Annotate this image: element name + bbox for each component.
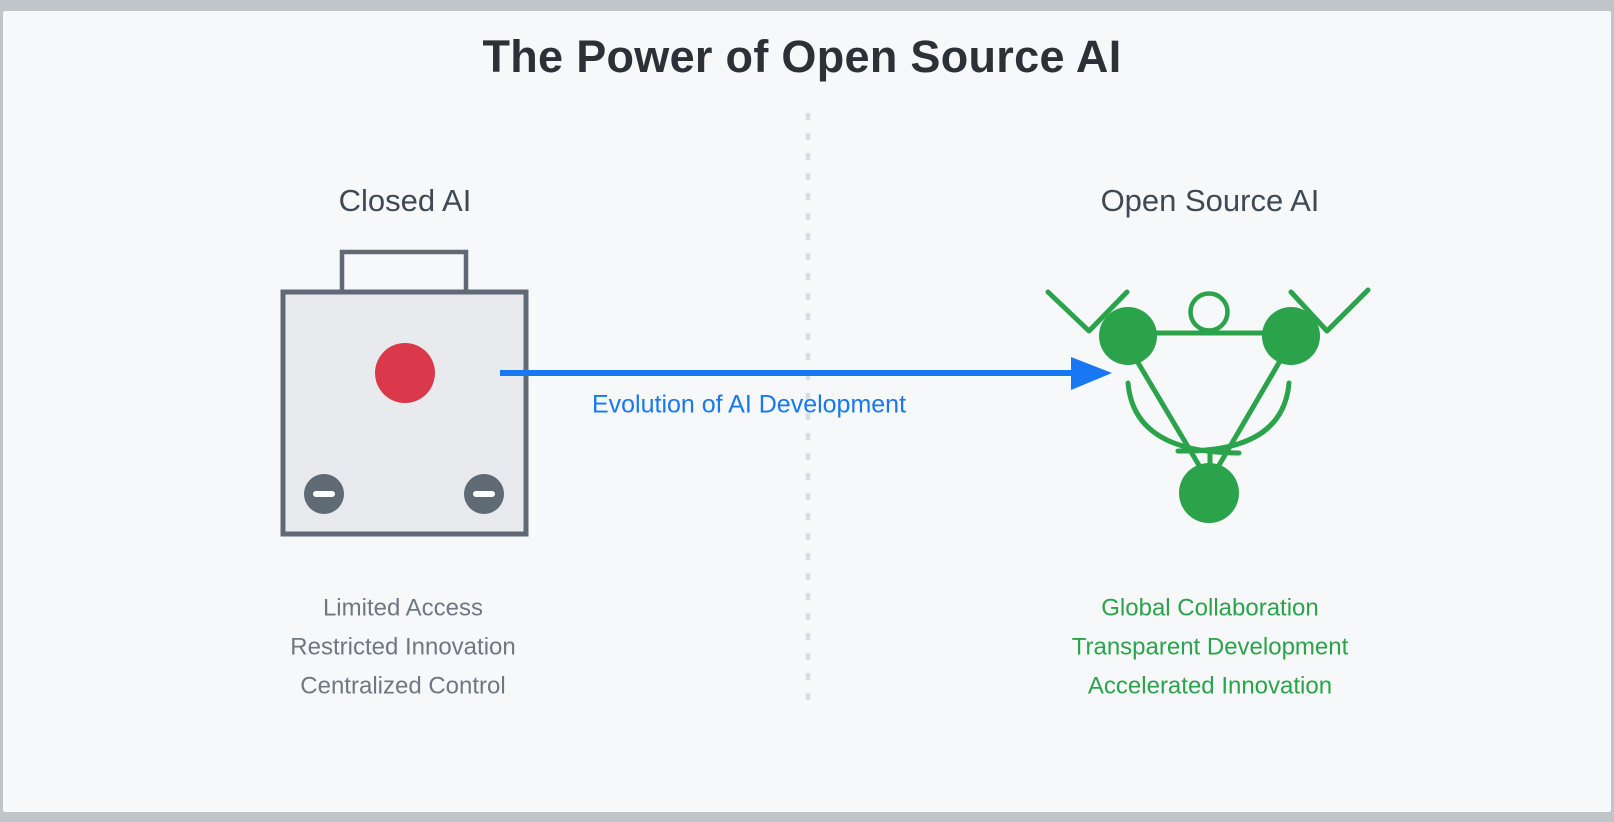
briefcase-handle (339, 249, 469, 297)
network-diagonal-line (1215, 358, 1283, 470)
network-node (1179, 463, 1239, 523)
network-arc (1175, 380, 1292, 454)
evolution-arrow-label: Evolution of AI Development (591, 390, 907, 419)
minus-icon (464, 474, 504, 514)
check-icon (1288, 287, 1371, 334)
open-source-network-icon (1045, 287, 1371, 523)
feature-item: Accelerated Innovation (1087, 672, 1333, 700)
arrow-head (1071, 357, 1112, 390)
open-source-ai-heading: Open Source AI (1100, 183, 1320, 218)
minus-icon (304, 474, 344, 514)
head-circle-icon (1188, 291, 1230, 333)
closed-ai-briefcase-icon (280, 249, 529, 537)
network-node (1262, 307, 1320, 365)
page-title: The Power of Open Source AI (482, 31, 1122, 82)
restricted-status-dot (375, 343, 435, 403)
feature-item: Centralized Control (300, 672, 506, 700)
feature-item: Restricted Innovation (290, 633, 516, 661)
open-source-feature-list: Global Collaboration Transparent Develop… (1072, 589, 1349, 706)
evolution-arrow-icon (500, 357, 1112, 390)
feature-item: Transparent Development (1071, 633, 1349, 661)
network-arc (1125, 380, 1242, 456)
network-node (1099, 307, 1157, 365)
check-icon (1045, 289, 1130, 334)
closed-ai-heading: Closed AI (338, 183, 472, 218)
feature-item: Global Collaboration (1101, 594, 1319, 622)
closed-ai-feature-list: Limited Access Restricted Innovation Cen… (290, 589, 515, 706)
feature-item: Limited Access (322, 594, 484, 622)
